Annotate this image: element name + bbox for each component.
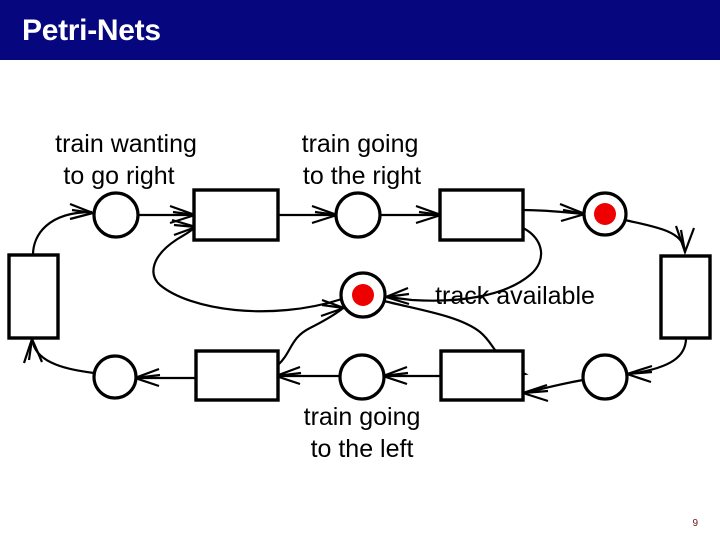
label-line-2: to the right (303, 162, 421, 190)
page-title: Petri-Nets (22, 14, 161, 47)
label-line-1: train going (304, 403, 421, 431)
label-line-2: to go right (63, 162, 174, 190)
arc-left-return-to-left-turnaround (22, 335, 95, 375)
slide-title-bar: Petri-Nets (0, 0, 720, 60)
place-train-going-to-the-left[interactable] (338, 353, 386, 401)
place-left-return[interactable] (92, 354, 138, 400)
label-train-wanting-to-go-right: train wanting to go right (55, 130, 197, 190)
arc-right-return-to-start-left (519, 378, 584, 403)
transition-left-turnaround[interactable] (7, 253, 60, 340)
arc-start-left-to-going-left (379, 365, 441, 386)
transition-start-left[interactable] (439, 349, 525, 402)
label-line-1: train going (302, 130, 419, 158)
transition-start-right[interactable] (192, 188, 280, 242)
place-train-going-to-the-right[interactable] (334, 191, 382, 239)
place-right-end[interactable] (582, 191, 628, 237)
transition-finish-right[interactable] (438, 188, 525, 242)
arc-wanting-to-start-right (139, 204, 199, 225)
label-line-1: train wanting (55, 130, 197, 158)
token-marking (594, 203, 616, 225)
arc-finish-left-to-left-return (131, 367, 196, 388)
transition-finish-left[interactable] (194, 349, 280, 402)
arc-left-turnaround-to-wanting (31, 202, 97, 256)
label-track-available: track available (435, 282, 595, 310)
arc-finish-right-to-right-end (522, 202, 589, 223)
label-line-1: track available (435, 282, 595, 310)
place-train-wanting-to-go-right[interactable] (92, 191, 140, 239)
arc-going-right-to-finish-right (380, 204, 445, 225)
label-train-going-to-the-right: train going to the right (302, 130, 421, 190)
transition-right-turnaround[interactable] (659, 254, 712, 340)
label-train-going-to-the-left: train going to the left (304, 403, 421, 463)
arc-start-right-to-going-right (278, 204, 341, 225)
page-number: 9 (692, 518, 698, 529)
arc-going-left-to-finish-left (272, 365, 340, 386)
token-marking (352, 284, 374, 306)
label-line-2: to the left (311, 435, 414, 463)
place-track-available[interactable] (339, 271, 387, 319)
place-right-return[interactable] (581, 353, 629, 401)
arc-right-end-to-right-turnaround (624, 218, 696, 256)
arc-right-turnaround-to-right-return (623, 337, 688, 384)
petri-net-diagram: train wanting to go right train going to… (7, 130, 712, 463)
